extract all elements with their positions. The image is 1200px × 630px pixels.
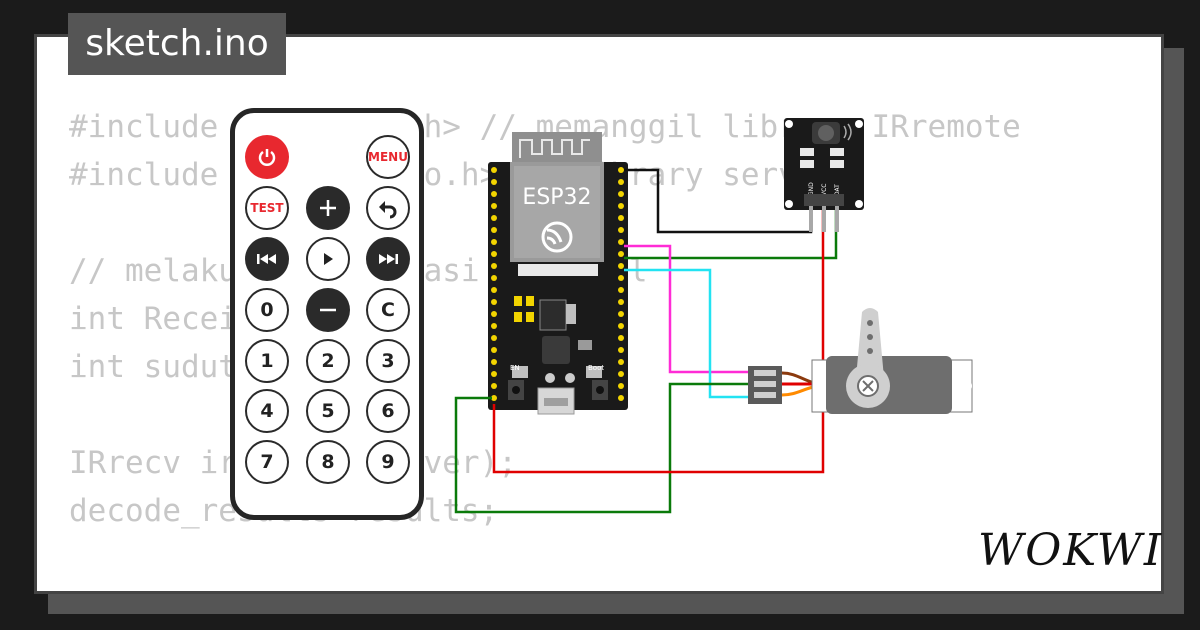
- digit-8-button[interactable]: 8: [306, 440, 350, 484]
- boot-button-label: Boot: [588, 364, 604, 372]
- menu-button-label: MENU: [368, 150, 408, 164]
- play-button[interactable]: [306, 237, 350, 281]
- digit-6-label: 6: [381, 400, 395, 422]
- ir-pin-label-vcc: VCC: [821, 184, 828, 196]
- en-button[interactable]: [508, 380, 524, 400]
- plus-button[interactable]: [306, 186, 350, 230]
- wire-gnd-ir: [624, 168, 813, 234]
- minus-button[interactable]: [306, 288, 350, 332]
- digit-0-label: 0: [260, 299, 274, 321]
- digit-7-button[interactable]: 7: [245, 440, 289, 484]
- digit-0-button[interactable]: 0: [245, 288, 289, 332]
- esp32-right-pin-header: [618, 167, 624, 401]
- test-button-label: TEST: [250, 201, 284, 215]
- led-indicator: [545, 373, 555, 383]
- ir-sensor-dome-icon: [812, 122, 840, 144]
- wokwi-logo: WOKWI: [978, 525, 1164, 576]
- ir-receiver-module[interactable]: GND VCC DAT: [784, 118, 864, 232]
- digit-1-label: 1: [260, 350, 274, 372]
- wire-servo-power: [454, 382, 752, 514]
- minus-icon: [320, 308, 336, 312]
- esp32-board[interactable]: ESP32 EN Boot: [488, 132, 628, 415]
- digit-9-button[interactable]: 9: [366, 440, 410, 484]
- digit-7-label: 7: [260, 451, 274, 473]
- c-button-label: C: [381, 299, 395, 321]
- c-button[interactable]: C: [366, 288, 410, 332]
- menu-button[interactable]: MENU: [366, 135, 410, 179]
- digit-4-button[interactable]: 4: [245, 389, 289, 433]
- digit-6-button[interactable]: 6: [366, 389, 410, 433]
- servo-motor[interactable]: [748, 308, 973, 414]
- esp32-label: ESP32: [522, 185, 591, 210]
- back-button[interactable]: [366, 186, 410, 230]
- digit-8-label: 8: [321, 451, 335, 473]
- digit-4-label: 4: [260, 400, 274, 422]
- ir-remote: MENU TEST 0: [230, 108, 424, 520]
- skip-next-icon: [379, 254, 398, 264]
- digit-2-label: 2: [321, 350, 335, 372]
- ir-pin-label-gnd: GND: [808, 182, 815, 196]
- plus-icon: [320, 200, 336, 216]
- servo-connector: [748, 366, 782, 404]
- en-button-label: EN: [510, 364, 520, 372]
- ir-pin-label-dat: DAT: [834, 184, 841, 196]
- digit-9-label: 9: [381, 451, 395, 473]
- code-line: void setup(): [69, 583, 1021, 591]
- digit-1-button[interactable]: 1: [245, 339, 289, 383]
- previous-button[interactable]: [245, 237, 289, 281]
- digit-3-label: 3: [381, 350, 395, 372]
- antenna-area: [512, 132, 602, 164]
- digit-2-button[interactable]: 2: [306, 339, 350, 383]
- digit-5-label: 5: [321, 400, 335, 422]
- power-icon: [258, 149, 276, 166]
- wire-servo-ground: [624, 268, 752, 399]
- boot-button[interactable]: [592, 380, 608, 400]
- play-icon: [324, 253, 333, 265]
- usb-port: [537, 387, 575, 415]
- servo-screw-icon: [862, 380, 874, 392]
- esp32-left-pin-header: [491, 167, 497, 401]
- wire-servo-signal: [624, 244, 752, 374]
- test-button[interactable]: TEST: [245, 186, 289, 230]
- espressif-logo-icon: [541, 221, 573, 253]
- skip-previous-icon: [257, 254, 276, 264]
- power-button[interactable]: [245, 135, 289, 179]
- next-button[interactable]: [366, 237, 410, 281]
- wire-ir-vcc: [492, 206, 825, 474]
- digit-5-button[interactable]: 5: [306, 389, 350, 433]
- sketch-file-tab[interactable]: sketch.ino: [68, 13, 286, 75]
- back-icon: [379, 201, 397, 219]
- digit-3-button[interactable]: 3: [366, 339, 410, 383]
